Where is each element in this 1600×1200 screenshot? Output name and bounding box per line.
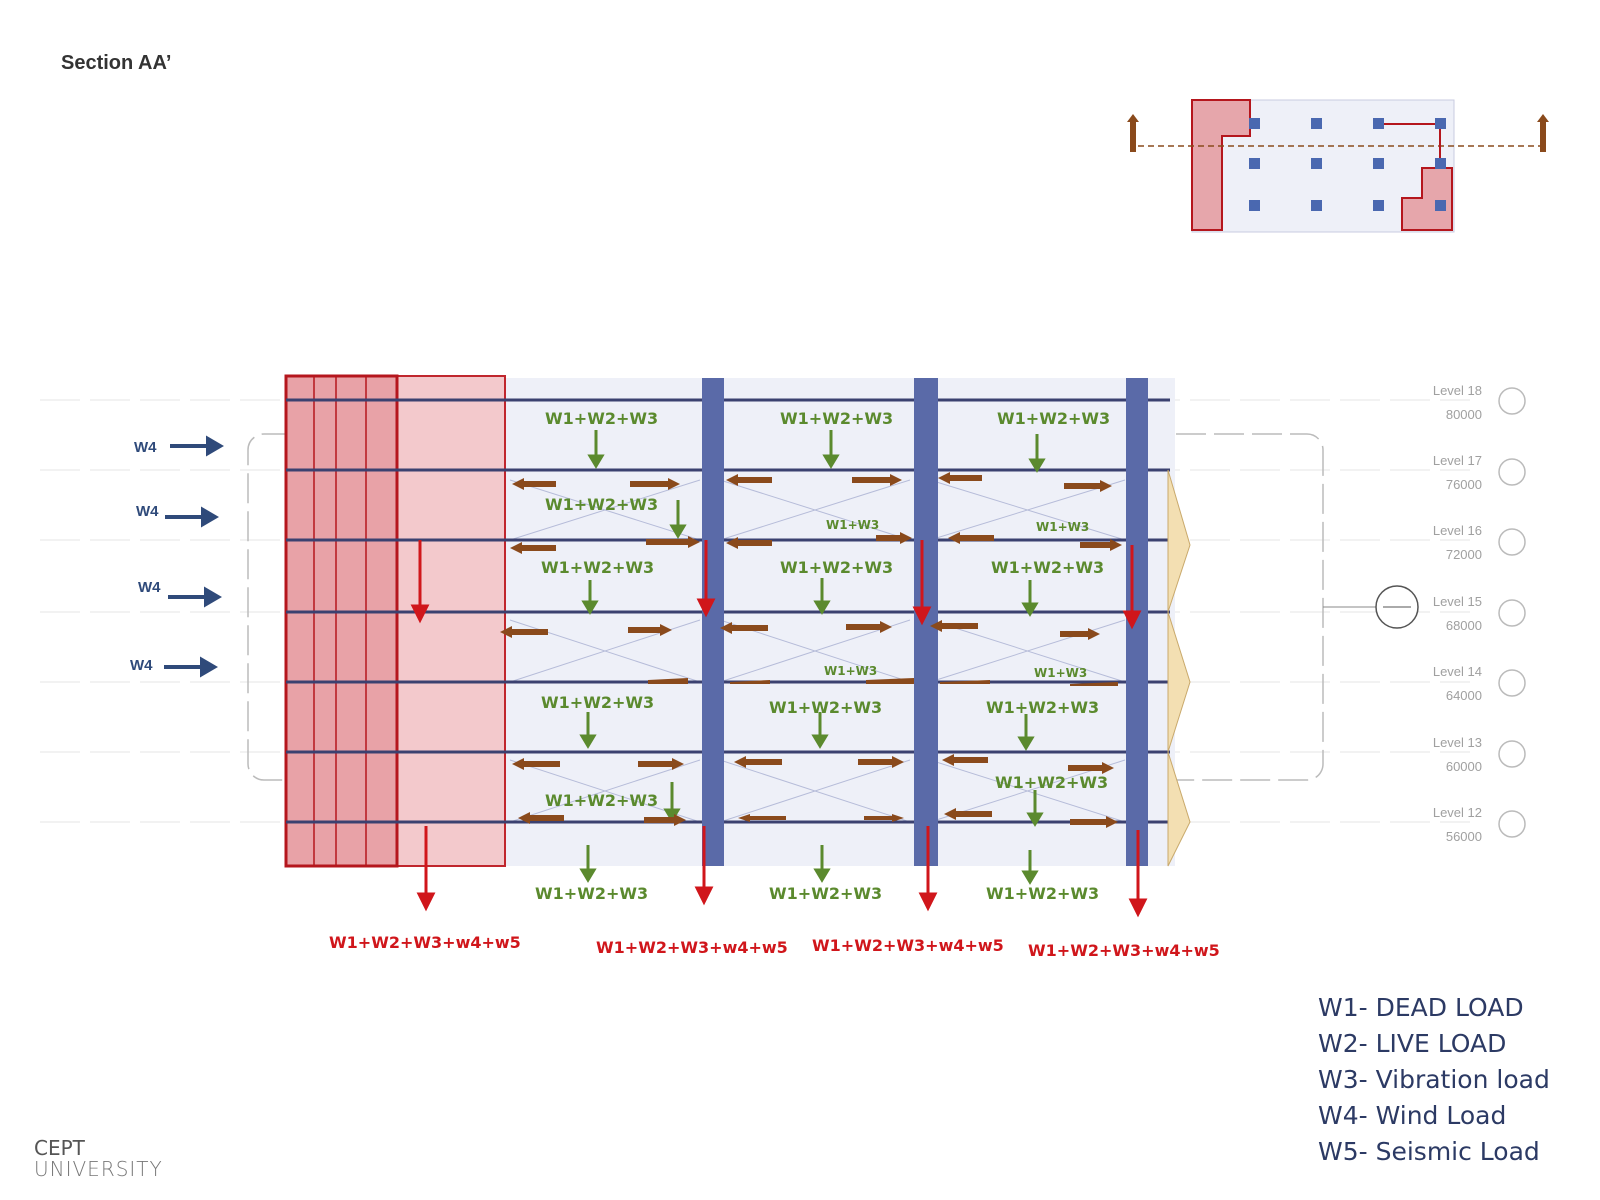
load-label: W1+W2+W3 — [995, 773, 1108, 792]
level-name: Level 15 — [1433, 594, 1482, 609]
level-name: Level 18 — [1433, 383, 1482, 398]
load-label: W1+W3 — [826, 518, 879, 532]
combined-load-labels: W1+W2+W3+w4+w5 W1+W2+W3+w4+w5 W1+W2+W3+w… — [329, 933, 1220, 960]
level-elevation: 76000 — [1446, 477, 1482, 492]
legend-item: W3- Vibration load — [1318, 1065, 1550, 1094]
wind-arrows — [164, 435, 224, 678]
combined-load-label: W1+W2+W3+w4+w5 — [329, 933, 521, 952]
load-label: W1+W2+W3 — [769, 698, 882, 717]
load-label: W1+W2+W3 — [541, 558, 654, 577]
level-labels: Level 18 80000 Level 17 76000 Level 16 7… — [1433, 383, 1482, 844]
wind-label: W4 — [136, 503, 159, 520]
load-label: W1+W3 — [1034, 666, 1087, 680]
load-label: W1+W2+W3 — [991, 558, 1104, 577]
level-elevation: 60000 — [1446, 759, 1482, 774]
green-load-arrows — [579, 430, 1046, 885]
facade-fins — [1167, 469, 1191, 867]
core-inner-lines — [313, 376, 367, 866]
column-1 — [702, 378, 724, 866]
core-zone-light — [396, 375, 506, 867]
partial-load-labels: W1+W3 W1+W3 W1+W3 W1+W3 — [824, 518, 1089, 680]
column-3 — [1126, 378, 1148, 866]
legend-item: W5- Seismic Load — [1318, 1137, 1540, 1166]
columns — [702, 378, 1148, 866]
load-label: W1+W2+W3 — [997, 409, 1110, 428]
section-marker — [1323, 585, 1419, 629]
level-symbols — [1498, 387, 1526, 838]
level-name: Level 17 — [1433, 453, 1482, 468]
legend-item: W1- DEAD LOAD — [1318, 993, 1524, 1022]
red-combined-load-arrows — [410, 540, 1148, 918]
load-label: W1+W3 — [1036, 520, 1089, 534]
wind-labels: W4 W4 W4 W4 — [130, 439, 161, 674]
load-label: W1+W2+W3 — [986, 698, 1099, 717]
load-label: W1+W2+W3 — [780, 409, 893, 428]
level-elevation: 68000 — [1446, 618, 1482, 633]
wind-label: W4 — [134, 439, 157, 456]
level-elevation: 72000 — [1446, 547, 1482, 562]
load-label: W1+W2+W3 — [780, 558, 893, 577]
load-label: W1+W2+W3 — [545, 791, 658, 810]
combined-load-label: W1+W2+W3+w4+w5 — [812, 936, 1004, 955]
legend-item: W2- LIVE LOAD — [1318, 1029, 1507, 1058]
cept-logo: CEPT UNIVERSITY — [34, 1138, 163, 1180]
load-label: W1+W2+W3 — [986, 884, 1099, 903]
combined-load-label: W1+W2+W3+w4+w5 — [1028, 941, 1220, 960]
combined-load-label: W1+W2+W3+w4+w5 — [596, 938, 788, 957]
legend-item: W4- Wind Load — [1318, 1101, 1507, 1130]
section-title: Section AA’ — [61, 52, 172, 74]
level-elevation: 56000 — [1446, 829, 1482, 844]
load-labels: W1+W2+W3 W1+W2+W3 W1+W2+W3 W1+W2+W3 W1+W… — [535, 409, 1110, 903]
load-label: W1+W2+W3 — [535, 884, 648, 903]
level-name: Level 12 — [1433, 805, 1482, 820]
level-name: Level 13 — [1433, 735, 1482, 750]
load-label: W1+W3 — [824, 664, 877, 678]
core-zone — [284, 374, 399, 868]
load-label: W1+W2+W3 — [541, 693, 654, 712]
level-elevation: 64000 — [1446, 688, 1482, 703]
wind-label: W4 — [138, 579, 161, 596]
load-legend: W1- DEAD LOAD W2- LIVE LOAD W3- Vibratio… — [1318, 990, 1550, 1170]
logo-line-1: CEPT — [34, 1136, 85, 1160]
floor-zone — [505, 378, 1175, 866]
level-name: Level 14 — [1433, 664, 1482, 679]
floor-beams — [286, 398, 1170, 824]
wind-label: W4 — [130, 657, 153, 674]
brown-lateral-arrows — [500, 472, 1122, 828]
load-label: W1+W2+W3 — [545, 409, 658, 428]
level-elevation: 80000 — [1446, 407, 1482, 422]
column-2 — [914, 378, 938, 866]
load-label: W1+W2+W3 — [769, 884, 882, 903]
key-plan — [1127, 99, 1549, 233]
level-name: Level 16 — [1433, 523, 1482, 538]
logo-line-2: UNIVERSITY — [34, 1157, 163, 1181]
load-label: W1+W2+W3 — [545, 495, 658, 514]
